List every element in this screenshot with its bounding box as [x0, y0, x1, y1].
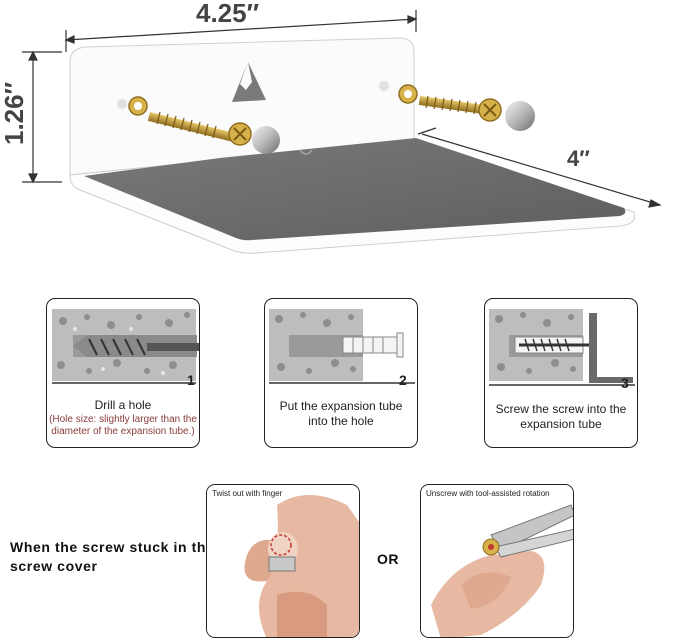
or-label: OR: [377, 551, 399, 567]
step-text: Put the expansion tube into the hole: [279, 399, 403, 428]
screw-cover-right: [505, 101, 535, 131]
step-card-drill: 1 Drill a hole (Hole size: slightly larg…: [46, 298, 200, 448]
drill-hole-illustration: [52, 309, 199, 384]
twist-finger-photo: Twist out with finger: [206, 484, 360, 638]
step-text: Screw the screw into the expansion tube: [495, 402, 627, 431]
screw-left-icon: [128, 96, 252, 146]
shelf-bracket-section: [589, 313, 633, 383]
width-dimension-line: [64, 10, 418, 52]
pliers-rotation-illustration: [421, 485, 573, 637]
depth-dimension-line: [417, 127, 662, 208]
brand-logo-icon: [232, 62, 266, 102]
shelf-illustration: [22, 10, 662, 254]
screw-hole-right: [379, 81, 389, 91]
photo-caption: Unscrew with tool-assisted rotation: [426, 489, 550, 498]
tool-rotation-photo: Unscrew with tool-assisted rotation: [420, 484, 574, 638]
expansion-tube-icon: [342, 332, 404, 358]
step-card-screw: 3 Screw the screw into the expansion tub…: [484, 298, 638, 448]
shelf-back-plate: [69, 37, 415, 176]
screw-stuck-label: When the screw stuck in the screw cover: [10, 539, 215, 574]
step-text: Drill a hole: [94, 398, 152, 412]
finger-twist-illustration: [207, 485, 359, 637]
step-number: 1: [187, 372, 195, 388]
expansion-tube-illustration: [269, 309, 415, 384]
screw-into-tube-illustration: [489, 309, 635, 386]
height-dimension-label: 1.26″: [0, 81, 29, 145]
screw-hole-left: [117, 99, 127, 109]
step-card-expansion-tube: 2 Put the expansion tube into the hole: [264, 298, 418, 448]
photo-caption: Twist out with finger: [212, 489, 283, 498]
step-number: 3: [621, 375, 629, 391]
width-dimension-label: 4.25″: [196, 0, 260, 28]
anti-slip-pad: [84, 138, 626, 241]
screw-right-icon: [398, 84, 502, 122]
screw-cover-left: [252, 126, 280, 154]
height-dimension-line: [22, 50, 62, 184]
depth-dimension-label: 4″: [567, 146, 590, 171]
step-number: 2: [399, 372, 407, 388]
screw-icon: [519, 338, 589, 352]
step-note: (Hole size: slightly larger than the dia…: [49, 414, 197, 437]
